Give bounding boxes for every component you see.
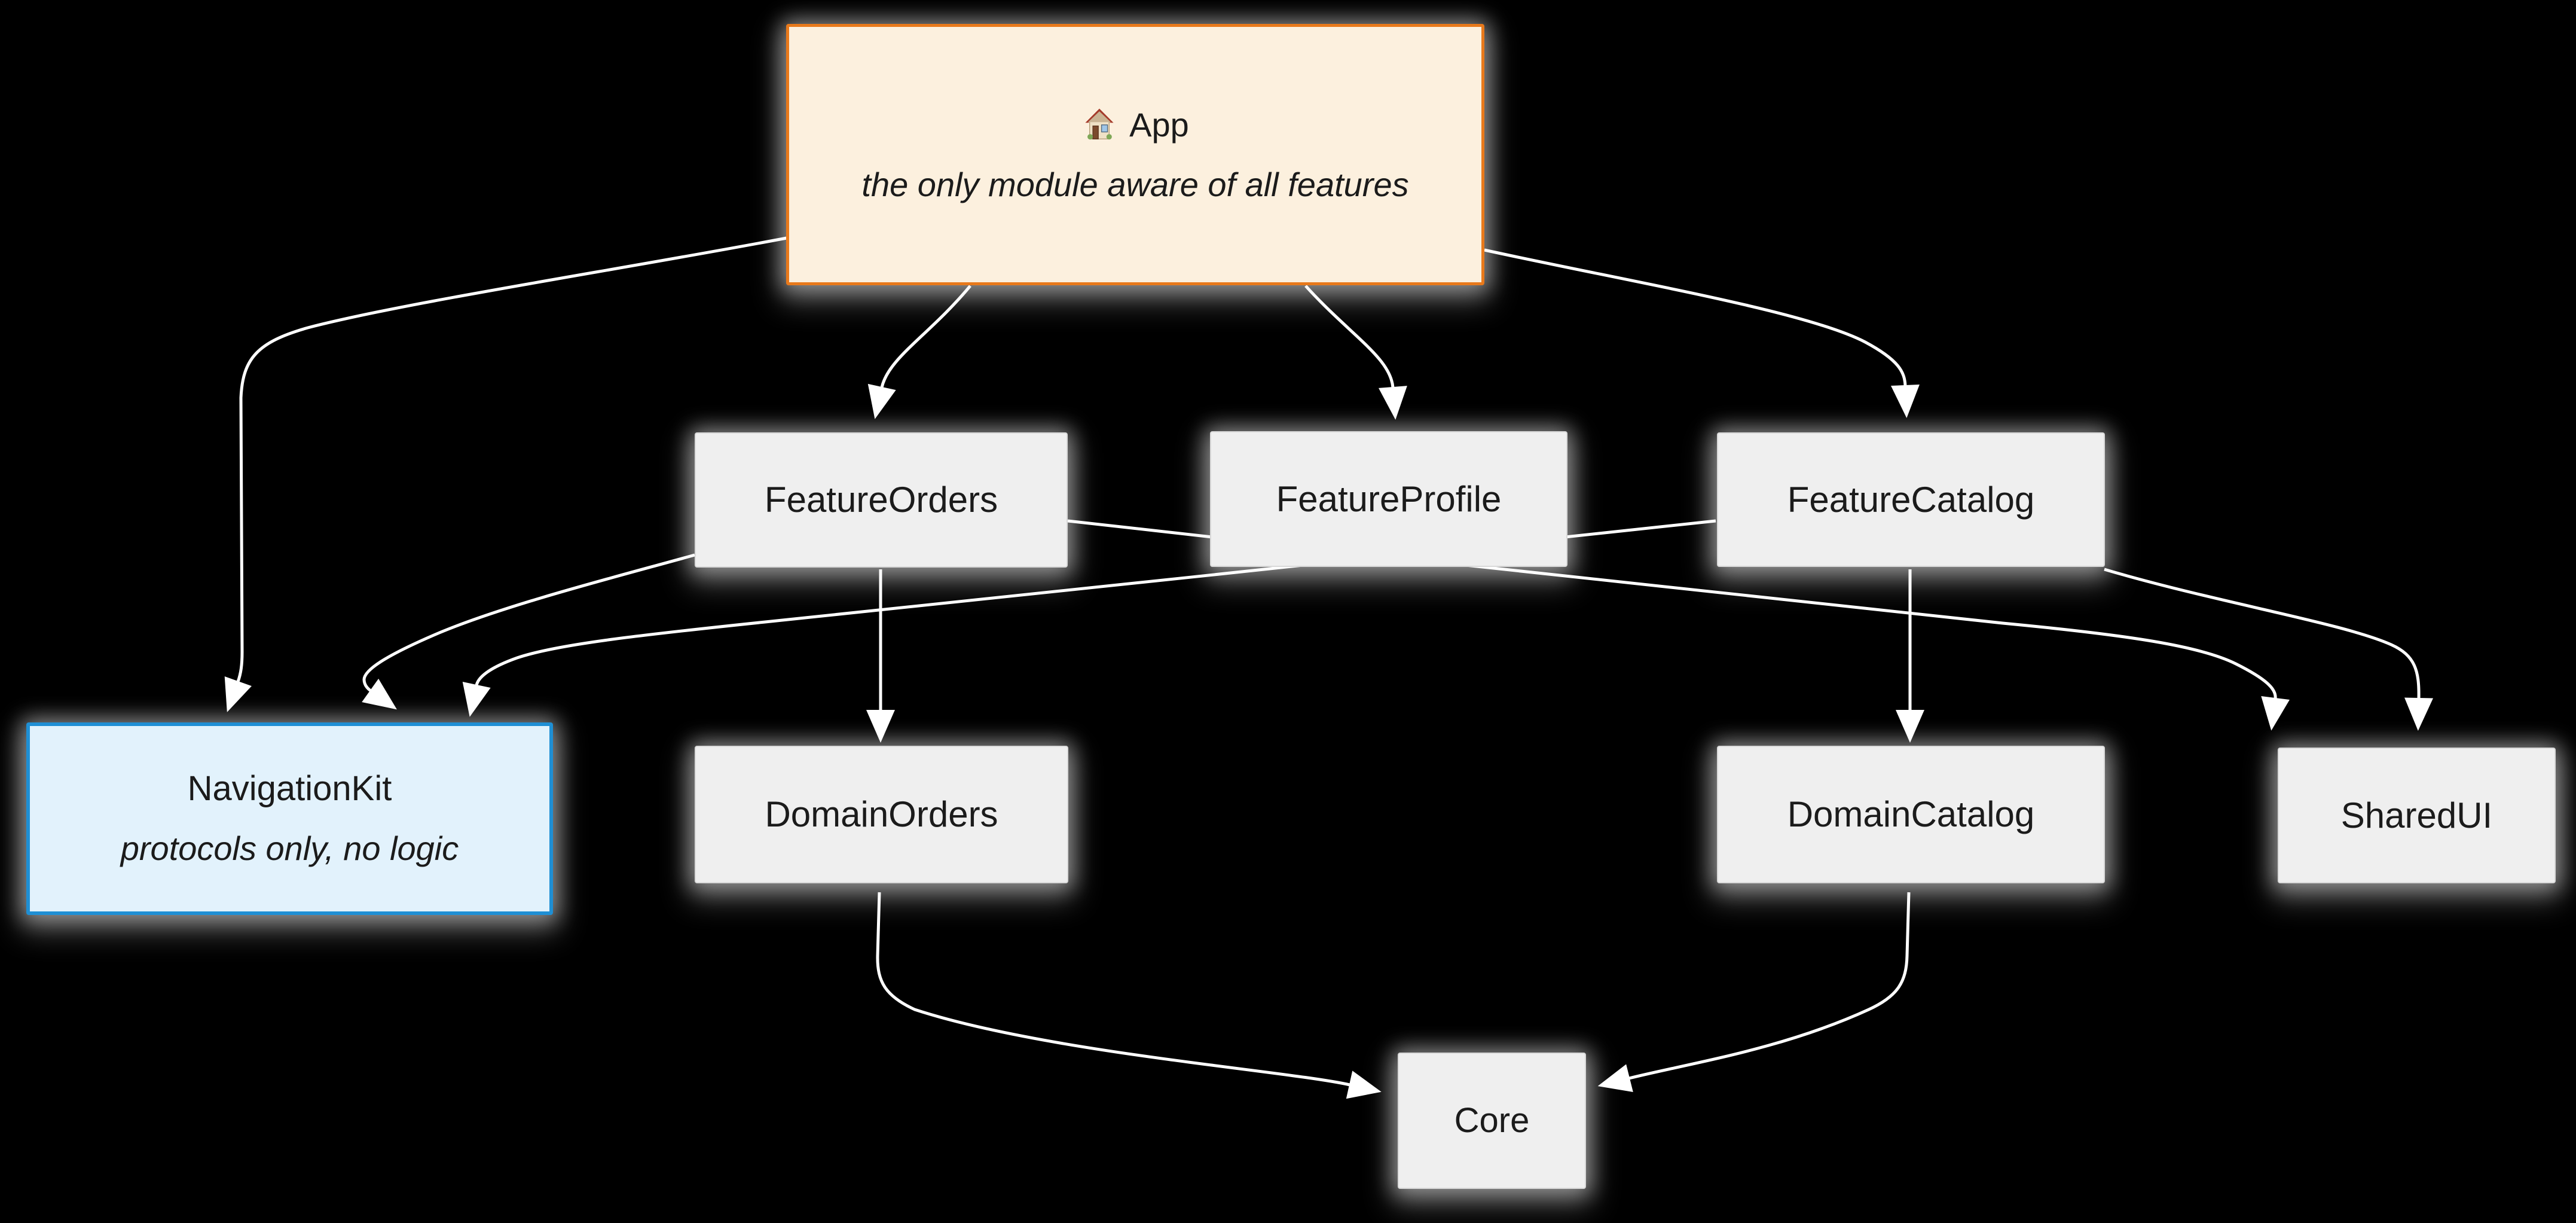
node-shared-ui: SharedUI [2278, 748, 2556, 883]
app-subtitle: the only module aware of all features [861, 165, 1409, 203]
node-feature-profile: FeatureProfile [1210, 431, 1567, 567]
node-navigation-kit: NavigationKit protocols only, no logic [26, 722, 553, 915]
node-core: Core [1398, 1053, 1586, 1189]
edge-feature-catalog-to-shared-ui [2104, 568, 2434, 731]
node-feature-orders: FeatureOrders [695, 432, 1068, 568]
shared-ui-label: SharedUI [2340, 795, 2493, 835]
edge-domain-catalog-to-core [1597, 892, 1911, 1093]
node-app: App the only module aware of all feature… [786, 24, 1484, 285]
node-feature-catalog: FeatureCatalog [1717, 432, 2105, 567]
edge-app-to-feature-catalog [1484, 248, 1920, 418]
domain-catalog-label: DomainCatalog [1787, 794, 2035, 834]
house-emoji-icon [1085, 108, 1114, 139]
navigation-kit-subtitle: protocols only, no logic [120, 829, 459, 867]
node-domain-orders: DomainOrders [695, 746, 1068, 883]
edge-app-to-navigation-kit [224, 236, 787, 712]
feature-profile-label: FeatureProfile [1276, 478, 1502, 519]
app-title-row: App [1081, 95, 1189, 155]
app-label: App [1129, 105, 1189, 144]
core-label: Core [1454, 1101, 1530, 1140]
domain-orders-label: DomainOrders [765, 794, 998, 834]
feature-orders-label: FeatureOrders [764, 480, 998, 520]
node-domain-catalog: DomainCatalog [1717, 746, 2105, 883]
edge-feature-orders-to-navigation-kit [362, 553, 695, 710]
feature-catalog-label: FeatureCatalog [1787, 479, 2035, 520]
edge-app-to-feature-orders [867, 285, 971, 419]
navigation-kit-label: NavigationKit [187, 769, 392, 808]
edge-app-to-feature-profile [1304, 285, 1407, 420]
edge-domain-orders-to-core [876, 892, 1382, 1099]
